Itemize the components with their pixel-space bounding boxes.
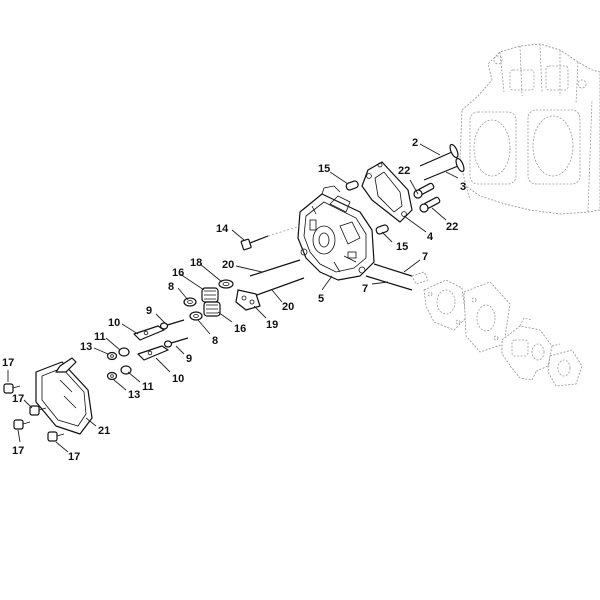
rocker-cover [35, 357, 93, 435]
dowel-pin-lower [375, 224, 389, 235]
callout-8b: 8 [212, 335, 218, 347]
callout-22b: 22 [446, 221, 458, 233]
cylinder-head-gasket [361, 161, 413, 223]
callout-labels: 2 3 4 5 7 7 8 8 9 9 10 10 11 11 13 13 14… [2, 137, 466, 463]
cylinder-head [297, 185, 375, 281]
callout-20b: 20 [282, 301, 294, 313]
valve-spring-lower [203, 301, 221, 317]
callout-7b: 7 [362, 283, 368, 295]
cover-screw-bottom [47, 431, 65, 442]
callout-10b: 10 [172, 373, 184, 385]
valve-spring-upper [201, 287, 219, 303]
push-rod-upper [249, 259, 301, 277]
callout-15b: 15 [396, 241, 408, 253]
callout-9b: 9 [186, 353, 192, 365]
callout-17d: 17 [68, 451, 80, 463]
callout-11a: 11 [94, 331, 106, 343]
air-filter-gasket-ghost [547, 349, 583, 387]
leader-lines [7, 143, 459, 453]
callout-7a: 7 [422, 251, 428, 263]
push-rod-guide-plate [235, 289, 261, 311]
callout-19: 19 [266, 319, 278, 331]
push-rod-right-upper [373, 263, 419, 279]
callout-11b: 11 [142, 381, 154, 393]
callout-4: 4 [427, 231, 434, 243]
rocker-arm-lower [137, 345, 169, 361]
spring-retainer [218, 279, 234, 289]
carburetor-ghost [501, 317, 561, 381]
callout-20a: 20 [222, 259, 234, 271]
intake-spacer-ghost [423, 279, 467, 331]
callout-16a: 16 [172, 267, 184, 279]
rocker-arm-upper [133, 325, 165, 341]
push-rod-lower [253, 277, 305, 297]
spring-washer-lower [189, 311, 203, 321]
callout-17b: 17 [12, 393, 24, 405]
callout-2: 2 [412, 137, 418, 149]
rocker-nut-lower [106, 371, 118, 381]
callout-13b: 13 [128, 389, 140, 401]
callout-15a: 15 [318, 163, 330, 175]
callout-17c: 17 [12, 445, 24, 457]
callout-17a: 17 [2, 357, 14, 369]
exhaust-valve [423, 157, 465, 181]
rocker-stud-lower [163, 337, 189, 348]
valve-lifter-upper [413, 182, 435, 199]
callout-5: 5 [318, 293, 324, 305]
callout-14: 14 [216, 223, 229, 235]
valve-lifter-lower [419, 196, 441, 213]
cover-screw-top-left [3, 383, 21, 394]
callout-3: 3 [460, 181, 466, 193]
intake-gasket-ghost [411, 271, 429, 285]
cover-screw-mid-left [29, 405, 47, 416]
callout-16b: 16 [234, 323, 246, 335]
callout-18: 18 [190, 257, 202, 269]
intake-valve [419, 143, 459, 167]
rocker-nut-upper [106, 351, 118, 361]
rocker-stud-upper [159, 319, 185, 330]
callout-22a: 22 [398, 165, 410, 177]
callout-13a: 13 [80, 341, 92, 353]
cover-screw-low-left [13, 419, 31, 430]
head-bolt [240, 225, 301, 251]
dowel-pin-upper [345, 180, 359, 191]
spring-washer-upper [183, 297, 197, 307]
callout-21: 21 [98, 425, 110, 437]
callout-8a: 8 [168, 281, 174, 293]
engine-block-ghost [459, 43, 600, 215]
callout-9a: 9 [146, 305, 152, 317]
callout-10a: 10 [108, 317, 120, 329]
rocker-pivot-upper [118, 347, 130, 357]
push-rod-right-lower [365, 275, 413, 291]
